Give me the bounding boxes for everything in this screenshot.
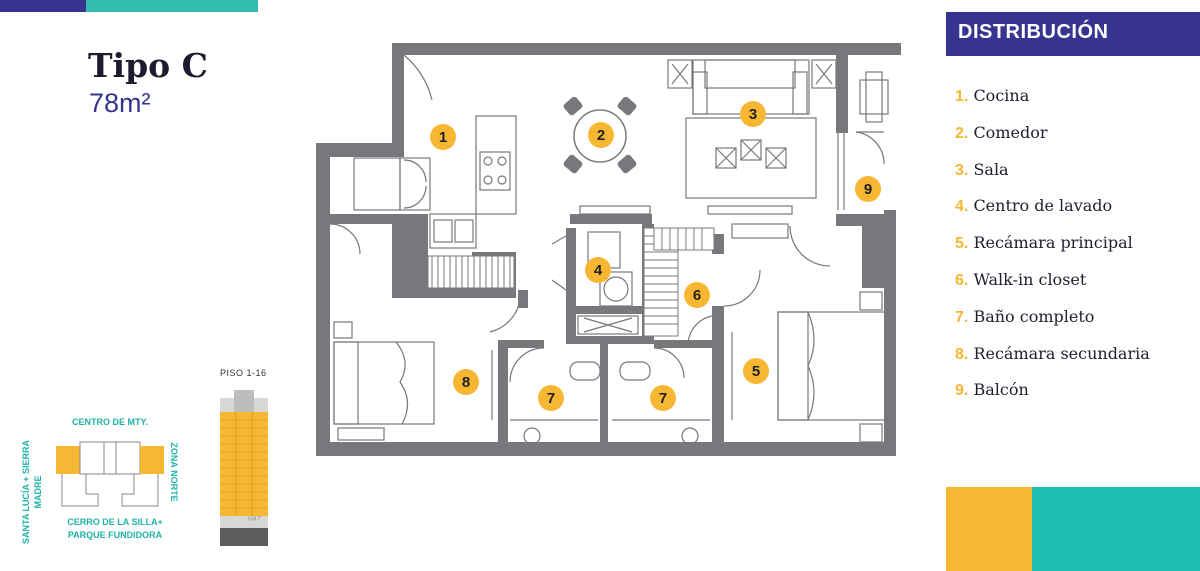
item-label: Comedor <box>973 122 1048 142</box>
plan-walls <box>316 43 901 456</box>
list-item: 7. Baño completo <box>955 307 1195 344</box>
item-label: Sala <box>973 159 1009 179</box>
balcony-fixtures <box>855 71 889 165</box>
bottom-block-yellow <box>946 487 1032 571</box>
item-number: 2. <box>955 124 969 142</box>
tower-elevation: PISO 1-16 H47 <box>212 368 272 548</box>
orientation-right-label: ZONA NORTE <box>169 442 179 502</box>
top-bar-teal <box>86 0 258 12</box>
list-item: 8. Recámara secundaria <box>955 344 1195 381</box>
bottom-block-teal <box>1032 487 1200 571</box>
item-number: 6. <box>955 271 969 289</box>
master-bedroom-furniture <box>687 269 887 443</box>
orientation-bottom-label-2: PARQUE FUNDIDORA <box>67 530 163 540</box>
item-label: Centro de lavado <box>973 196 1113 216</box>
list-item: 2. Comedor <box>955 123 1195 160</box>
plan-marker: 1 <box>430 124 456 150</box>
item-label: Walk-in closet <box>973 269 1087 289</box>
svg-text:5: 5 <box>752 363 760 380</box>
bathroom-fixtures <box>509 347 710 445</box>
item-number: 5. <box>955 235 969 253</box>
plan-marker: 7 <box>538 385 564 411</box>
closet-rack <box>643 227 715 337</box>
item-label: Balcón <box>973 380 1029 400</box>
svg-text:4: 4 <box>594 262 603 279</box>
kitchen-fixtures <box>353 54 517 249</box>
svg-text:3: 3 <box>749 106 757 123</box>
plan-marker: 7 <box>650 385 676 411</box>
plan-marker: 4 <box>585 257 611 283</box>
tower-floor-code: H47 <box>248 516 261 523</box>
item-number: 8. <box>955 345 969 363</box>
distribution-header: DISTRIBUCIÓN <box>946 12 1200 56</box>
svg-text:1: 1 <box>439 129 447 146</box>
item-label: Baño completo <box>973 306 1095 326</box>
orientation-diagram: CENTRO DE MTY. SANTA LUCÍA + SIERRA MADR… <box>20 410 200 560</box>
item-number: 4. <box>955 198 969 216</box>
distribution-list: 1. Cocina 2. Comedor 3. Sala 4. Centro d… <box>955 86 1195 417</box>
orientation-bottom-label-1: CERRO DE LA SILLA+ <box>67 517 163 527</box>
item-number: 7. <box>955 308 969 326</box>
list-item: 5. Recámara principal <box>955 233 1195 270</box>
svg-text:2: 2 <box>597 127 605 144</box>
svg-text:7: 7 <box>659 390 667 407</box>
plan-marker: 8 <box>453 369 479 395</box>
orientation-top-label: CENTRO DE MTY. <box>71 417 148 427</box>
list-item: 6. Walk-in closet <box>955 270 1195 307</box>
top-bar-navy <box>0 0 86 12</box>
item-label: Recámara secundaria <box>973 343 1150 363</box>
item-label: Cocina <box>973 86 1030 105</box>
item-label: Recámara principal <box>973 233 1133 253</box>
living-furniture <box>579 59 845 267</box>
list-item: 9. Balcón <box>955 380 1195 417</box>
laundry-fixtures <box>551 231 639 335</box>
plan-marker: 6 <box>684 282 710 308</box>
item-number: 1. <box>955 88 969 105</box>
unit-area: 78m² <box>89 88 151 118</box>
secondary-bedroom-furniture <box>329 223 521 441</box>
list-item: 4. Centro de lavado <box>955 196 1195 233</box>
plan-markers: 1 2 3 4 5 6 7 7 8 9 <box>430 101 881 411</box>
plan-marker: 9 <box>855 176 881 202</box>
svg-text:8: 8 <box>462 374 470 391</box>
svg-text:7: 7 <box>547 390 555 407</box>
plan-marker: 2 <box>588 122 614 148</box>
unit-title: Tipo C <box>88 46 208 85</box>
svg-text:6: 6 <box>693 287 701 304</box>
plan-marker: 5 <box>743 358 769 384</box>
list-item: 1. Cocina <box>955 86 1195 123</box>
dining-table <box>563 96 637 174</box>
tower-icon <box>220 390 268 546</box>
building-footprint-icon <box>56 441 164 507</box>
svg-text:9: 9 <box>864 181 872 198</box>
floor-plan: 1 2 3 4 5 6 7 7 8 9 <box>316 43 901 456</box>
kitchen-rack <box>427 255 515 289</box>
plan-marker: 3 <box>740 101 766 127</box>
item-number: 3. <box>955 161 969 179</box>
list-item: 3. Sala <box>955 160 1195 197</box>
item-number: 9. <box>955 382 969 400</box>
tower-floor-label: PISO 1-16 <box>220 368 267 378</box>
